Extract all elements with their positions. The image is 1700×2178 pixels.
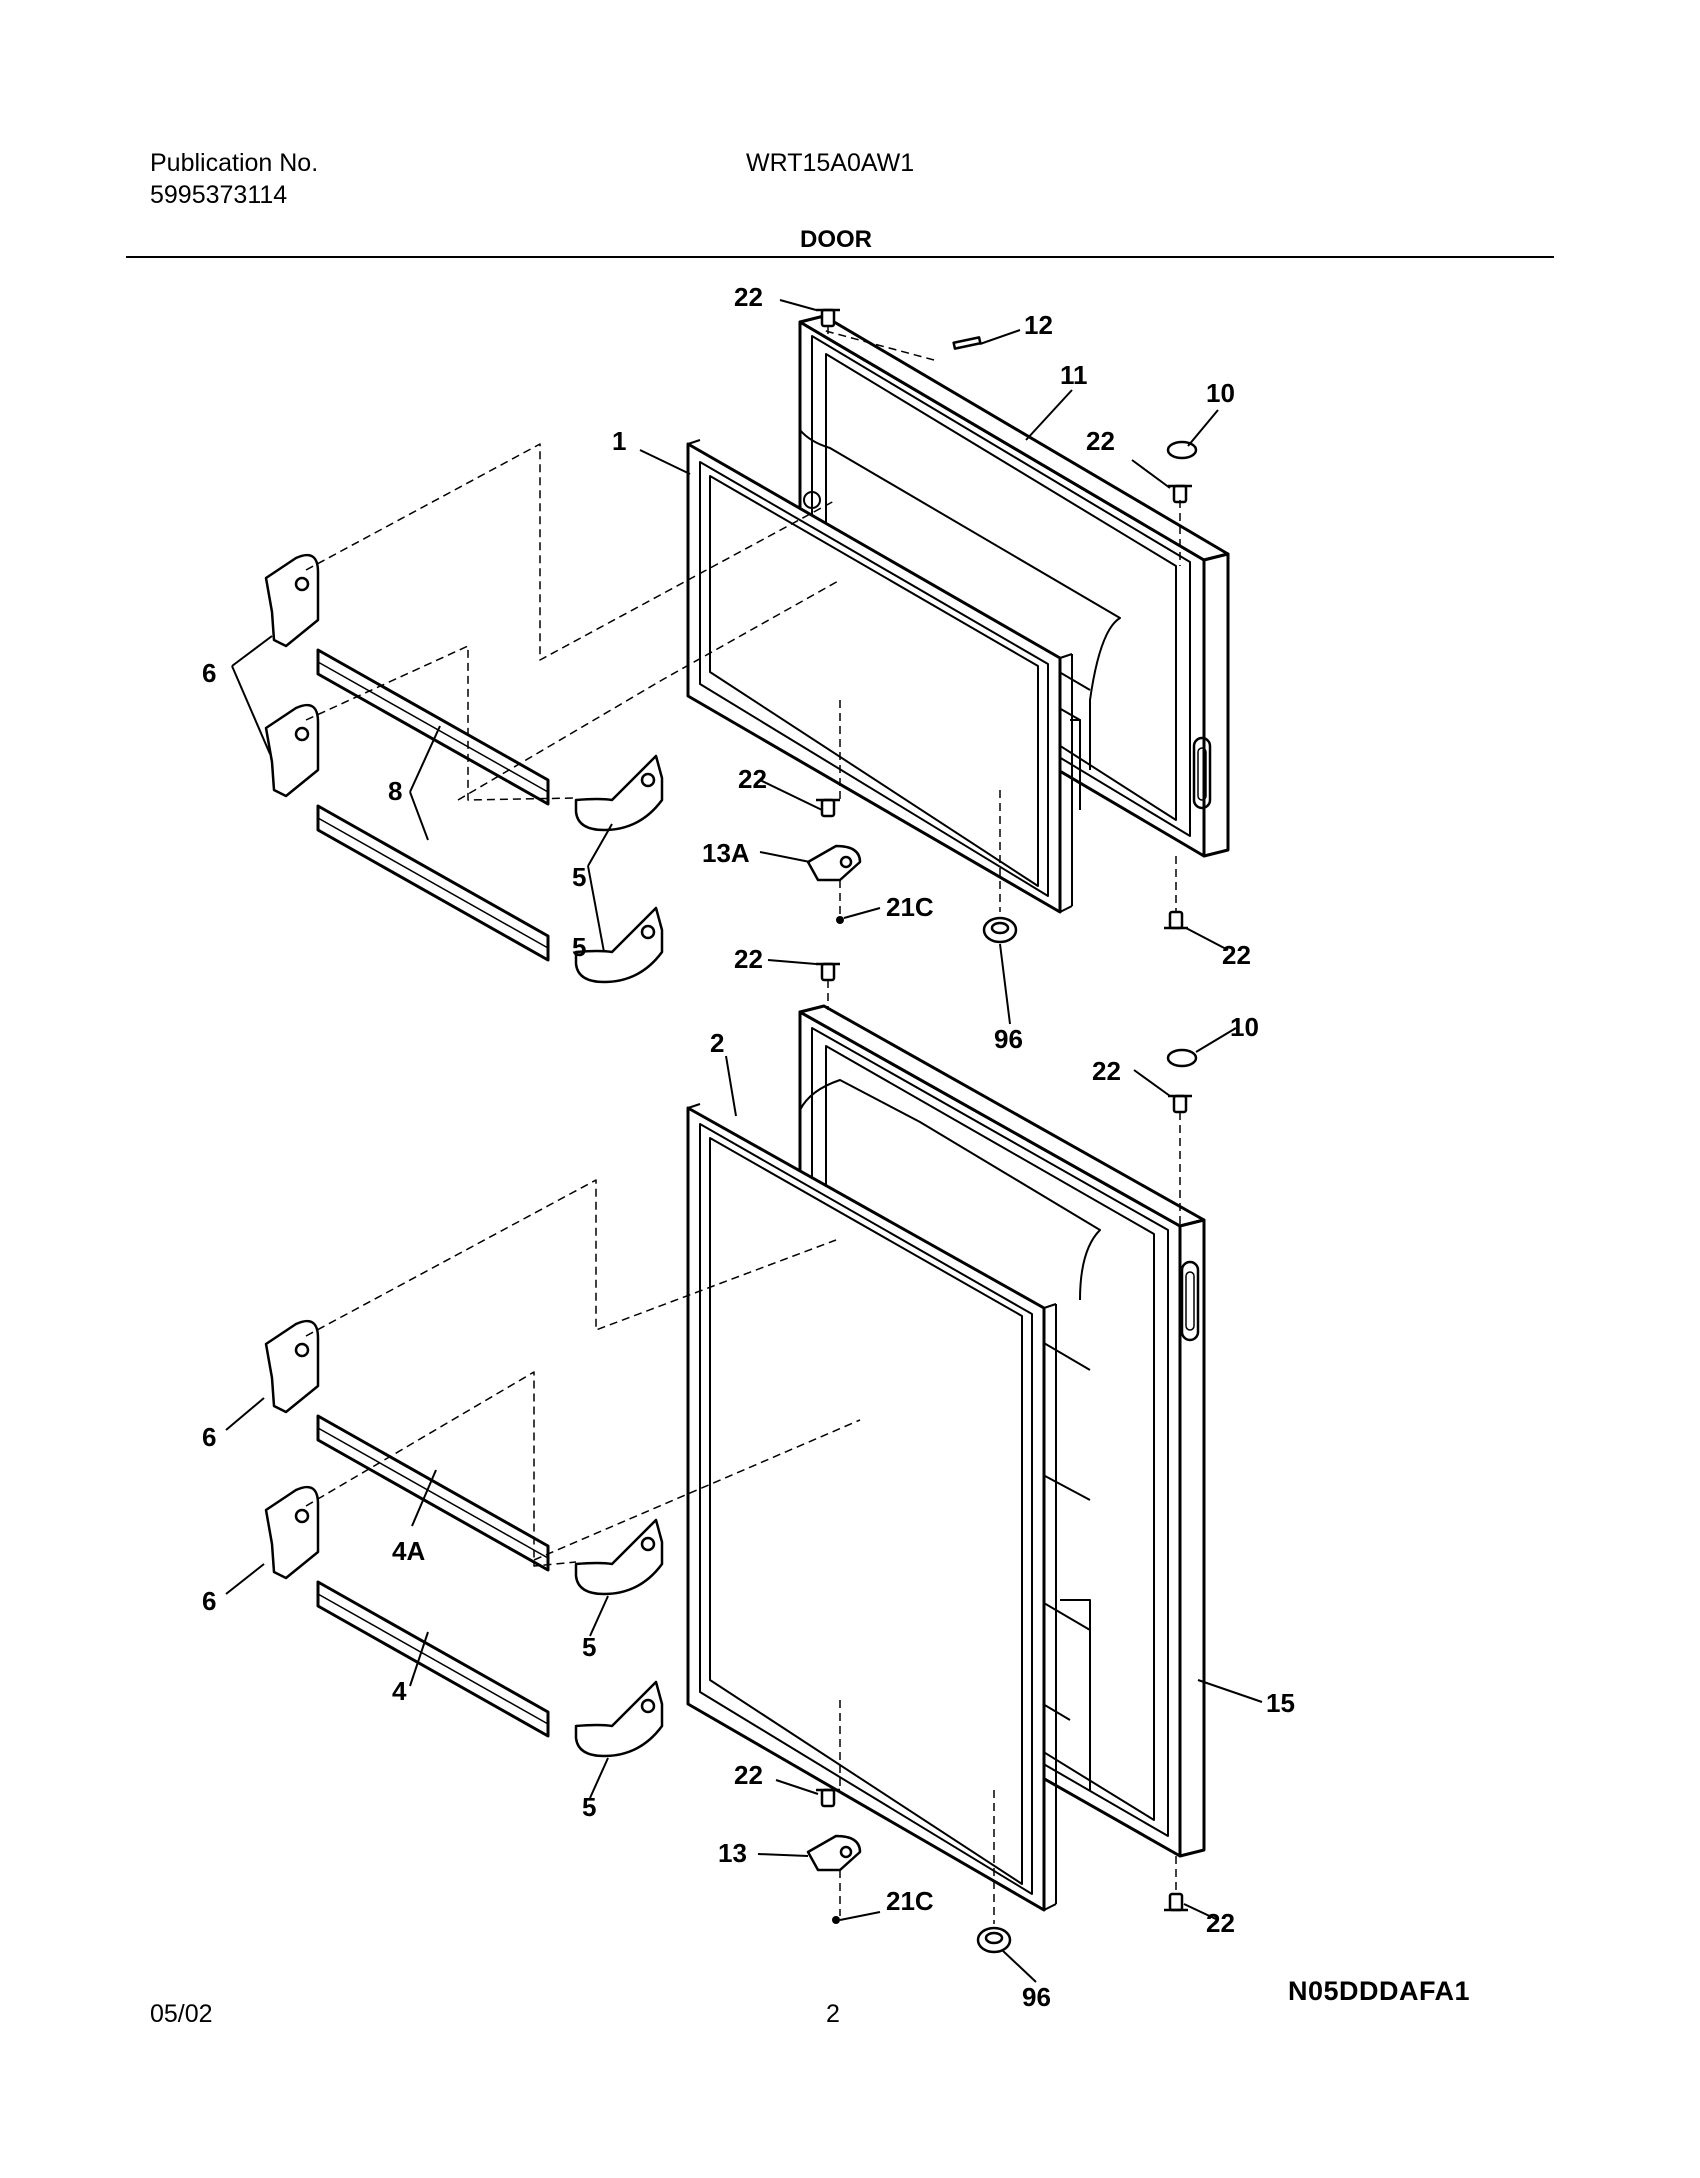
pins xyxy=(832,916,844,1924)
callout-22-mid: 22 xyxy=(734,944,763,974)
door-screws xyxy=(816,308,1192,1912)
right-rail-brackets xyxy=(574,754,664,1758)
diagram-code: N05DDDAFA1 xyxy=(1288,1976,1471,2006)
freezer-door-gasket xyxy=(686,439,1073,914)
callout-12: 12 xyxy=(1024,310,1053,340)
callout-22-bottom-left: 22 xyxy=(734,1760,763,1790)
fresh-food-door-gasket xyxy=(686,1103,1057,1912)
callout-21c-top: 21C xyxy=(886,892,934,922)
callout-6-top: 6 xyxy=(202,658,216,688)
page-number: 2 xyxy=(826,2000,840,2028)
callout-13a: 13A xyxy=(702,838,750,868)
callout-21c-bottom: 21C xyxy=(886,1886,934,1916)
fresh-food-shelf-rails xyxy=(316,1414,550,1738)
leader-lines xyxy=(225,299,1263,1983)
bumpers xyxy=(976,916,1018,1954)
callout-5-lower-mid: 5 xyxy=(582,1632,596,1662)
callout-22-bottom: 22 xyxy=(1206,1908,1235,1938)
model-number: WRT15A0AW1 xyxy=(746,149,915,177)
plugs xyxy=(952,336,1198,1068)
callout-6-bottom: 6 xyxy=(202,1586,216,1616)
callout-6-mid: 6 xyxy=(202,1422,216,1452)
callout-4: 4 xyxy=(392,1676,407,1706)
assembly-lines xyxy=(305,326,1181,1924)
section-title: DOOR xyxy=(800,226,872,253)
freezer-shelf-rails xyxy=(316,648,550,962)
hinge-plates xyxy=(806,844,862,1872)
callout-22-mid-left: 22 xyxy=(738,764,767,794)
callout-15: 15 xyxy=(1266,1688,1295,1718)
publication-label: Publication No. xyxy=(150,149,319,177)
callout-10-bottom: 10 xyxy=(1230,1012,1259,1042)
callout-11: 11 xyxy=(1060,360,1088,390)
freezer-door-outer xyxy=(798,314,1230,858)
callout-8: 8 xyxy=(388,776,402,806)
callout-96-bottom: 96 xyxy=(1022,1982,1051,2012)
callout-22-bottom-right: 22 xyxy=(1092,1056,1121,1086)
header-rule xyxy=(126,256,1554,258)
callout-4a: 4A xyxy=(392,1536,425,1566)
callout-5-upper-mid: 5 xyxy=(572,932,586,962)
callout-22-top-bottom: 22 xyxy=(1222,940,1251,970)
callout-13: 13 xyxy=(718,1838,747,1868)
callout-5-top: 5 xyxy=(572,862,586,892)
callout-22-top-right: 22 xyxy=(1086,426,1115,456)
left-rail-brackets xyxy=(264,553,320,1580)
callout-labels: 22 12 11 10 22 1 6 8 5 5 22 13A 21C 22 2… xyxy=(202,282,1295,2012)
publication-number: 5995373114 xyxy=(150,181,288,209)
callout-22-top: 22 xyxy=(734,282,763,312)
callout-5-bottom: 5 xyxy=(582,1792,596,1822)
callout-1: 1 xyxy=(612,426,626,456)
callout-96-top: 96 xyxy=(994,1024,1023,1054)
callout-10-top: 10 xyxy=(1206,378,1235,408)
publication-date: 05/02 xyxy=(150,2000,213,2028)
callout-2: 2 xyxy=(710,1028,724,1058)
